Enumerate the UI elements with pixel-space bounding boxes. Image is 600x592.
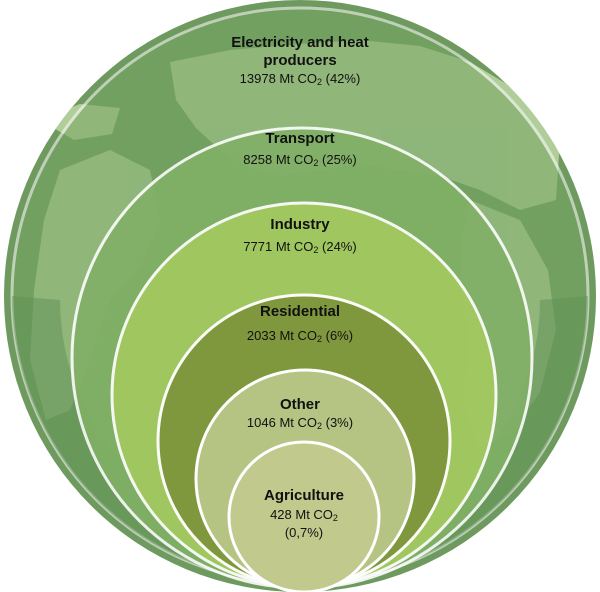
residential-value-sub: 2 <box>317 334 323 344</box>
label-residential-name: Residential <box>259 303 341 320</box>
label-other-value: 1046 Mt CO2 (3%) <box>200 414 400 431</box>
electricity-value-pct: (42%) <box>322 71 361 86</box>
label-transport-name: Transport <box>265 130 335 147</box>
label-other: Other 1046 Mt CO2 (3%) <box>200 396 400 431</box>
label-residential-value: 2033 Mt CO2 (6%) <box>200 327 400 344</box>
label-industry-value: 7771 Mt CO2 (24%) <box>200 238 400 255</box>
label-agriculture-value: 428 Mt CO2 <box>214 506 394 523</box>
label-electricity-name-line1: Electricity and heat <box>231 34 369 51</box>
label-industry: Industry 7771 Mt CO2 (24%) <box>200 216 400 255</box>
transport-value-pct: (25%) <box>318 152 357 167</box>
transport-value-sub: 2 <box>313 158 319 168</box>
label-agriculture-pct: (0,7%) <box>284 525 324 540</box>
transport-value-text: 8258 Mt CO <box>243 152 314 167</box>
label-electricity: Electricity and heat producers 13978 Mt … <box>200 34 400 87</box>
label-transport: Transport 8258 Mt CO2 (25%) <box>200 130 400 168</box>
electricity-value-text: 13978 Mt CO <box>239 71 317 86</box>
ring-agriculture <box>227 440 381 592</box>
label-agriculture-name: Agriculture <box>263 487 344 504</box>
label-electricity-name-line2: producers <box>263 52 337 69</box>
agriculture-value-sub: 2 <box>332 513 338 523</box>
label-electricity-value: 13978 Mt CO2 (42%) <box>200 70 400 87</box>
other-value-pct: (3%) <box>322 415 354 430</box>
other-value-sub: 2 <box>317 421 323 431</box>
industry-value-text: 7771 Mt CO <box>243 239 314 254</box>
residential-value-text: 2033 Mt CO <box>246 328 317 343</box>
label-residential: Residential 2033 Mt CO2 (6%) <box>200 303 400 344</box>
label-other-name: Other <box>279 396 320 413</box>
industry-value-pct: (24%) <box>318 239 357 254</box>
label-agriculture: Agriculture 428 Mt CO2 (0,7%) <box>214 487 394 541</box>
industry-value-sub: 2 <box>313 245 319 255</box>
electricity-value-sub: 2 <box>317 77 323 87</box>
other-value-text: 1046 Mt CO <box>246 415 317 430</box>
label-industry-name: Industry <box>270 216 330 233</box>
label-transport-value: 8258 Mt CO2 (25%) <box>200 151 400 168</box>
residential-value-pct: (6%) <box>322 328 354 343</box>
agriculture-value-text: 428 Mt CO <box>270 507 333 522</box>
